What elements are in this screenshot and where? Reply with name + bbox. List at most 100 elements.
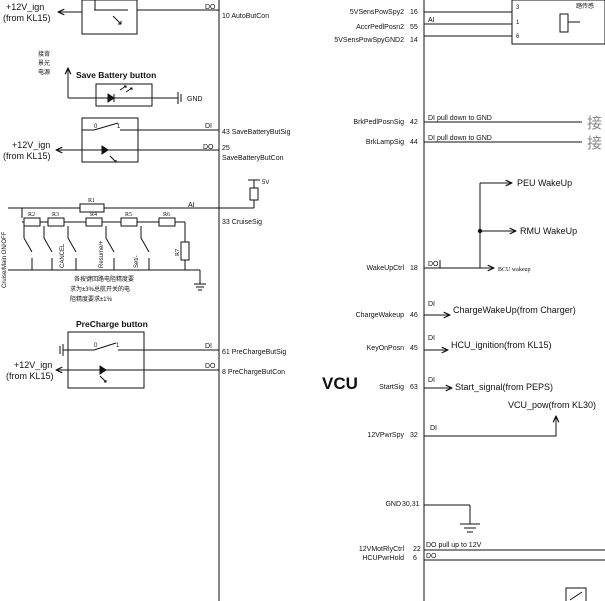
pin-num-6: 6 — [413, 555, 417, 562]
r2-label: R2 — [28, 212, 35, 218]
pin-num-18: 18 — [410, 265, 418, 272]
precharge-title: PreCharge button — [76, 319, 148, 329]
pin-sig-cruisesig: AI — [188, 202, 195, 209]
sensor-cn-label: 踏传感 — [576, 2, 594, 10]
led-diode-1 — [108, 94, 114, 102]
ign-top-label-1: +12V_ign — [6, 2, 44, 12]
start-signal-label: Start_signal(from PEPS) — [455, 382, 553, 392]
r6-label: R6 — [163, 212, 170, 218]
pin-num-45: 45 — [410, 345, 418, 352]
switch-label-set: Set/- — [134, 255, 140, 268]
ign-bot-label-1: +12V_ign — [14, 360, 52, 370]
pin-sig-autobutcon: DO — [205, 4, 216, 11]
sig-keyonposn: DI — [428, 335, 435, 342]
ladder-switch-5 — [141, 226, 149, 270]
pin-savebatterybutcon: SaveBatteryButCon — [222, 155, 284, 162]
cruise-note-3: 阻精度要求±1% — [70, 295, 113, 303]
auto-led-rays — [113, 16, 121, 24]
vcu-pow-label: VCU_pow(from KL30) — [508, 400, 596, 410]
rmu-junction-dot — [477, 228, 483, 234]
sensor-pin-1: 1 — [516, 20, 520, 26]
bcu-wakeup-label: BCU wakeup — [498, 267, 531, 273]
sig-brkpedlposnsig: DI pull down to GND — [428, 115, 492, 122]
pin-cruisesig: 33 CruiseSig — [222, 219, 262, 226]
sig-12vpwrspy: DI — [430, 425, 437, 432]
peu-wakeup-label: PEU WakeUp — [517, 178, 572, 188]
pin-sig-prechargebutsig: DI — [205, 343, 212, 350]
cruise-note-2: 求为±3%总航开关的电 — [70, 285, 130, 293]
ign-mid-label-2: (from KL15) — [3, 151, 51, 161]
precharge-switch-box — [68, 332, 144, 388]
resistor-r3 — [48, 218, 64, 226]
pin-name-5vsensgnd2: 5VSensPowSpyGND2 — [334, 37, 404, 44]
resistor-r5 — [121, 218, 137, 226]
save-sw-num-1: 1 — [117, 124, 121, 130]
pc-sw-num-1: 1 — [116, 343, 120, 349]
resistor-r7 — [181, 242, 189, 260]
ladder-switch-2 — [44, 226, 52, 270]
cruise-note-1: 各按键回路电阻精度要 — [74, 275, 134, 283]
r4-label: R4 — [90, 212, 97, 218]
led-rays-3 — [100, 376, 106, 382]
led-rays-2 — [110, 156, 116, 162]
pin-sig-prechargebutcon: DO — [205, 363, 216, 370]
pin-autobutcon: 10 AutoButCon — [222, 13, 269, 20]
pin-name-12vpwrspy: 12VPwrSpy — [367, 432, 404, 439]
sensor-pin-3: 3 — [516, 5, 520, 11]
sig-12vmotrlyctrl: DO pull up to 12V — [426, 542, 482, 549]
pin-prechargebutsig: 61 PreChargeButSig — [222, 349, 286, 356]
sig-startsig: DI — [428, 377, 435, 384]
ign-bot-label-2: (from KL15) — [6, 371, 54, 381]
pin-savebattery-25: 25 — [222, 145, 230, 152]
charge-wakeup-label: ChargeWakeUp(from Charger) — [453, 305, 576, 315]
led-diode-3 — [100, 366, 106, 374]
pin-num-32: 32 — [410, 432, 418, 439]
pullup-resistor — [250, 188, 258, 200]
pin-num-42: 42 — [410, 119, 418, 126]
sig-hcupwrhold: DO — [426, 553, 437, 560]
vcu-title: VCU — [322, 374, 358, 393]
pin-num-55: 55 — [410, 24, 418, 31]
pin-name-brkpedlposnsig: BrkPedlPosnSig — [353, 119, 404, 126]
pin-name-brklampsig: BrkLampSig — [366, 139, 404, 146]
sensor-pin-6: 6 — [516, 34, 520, 40]
pin-name-accrpedlposn2: AccrPedlPosn2 — [356, 24, 404, 31]
ladder-switch-4 — [106, 226, 114, 270]
connect-cn-1: 接 — [587, 115, 602, 132]
pin-num-16: 16 — [410, 9, 418, 16]
pin-name-5vsenspowspy2: 5VSensPowSpy2 — [350, 9, 404, 16]
switch-label-resume: Resume/+ — [99, 240, 105, 268]
ign-mid-label-1: +12V_ign — [12, 140, 50, 150]
pc-sw-blade — [94, 343, 116, 350]
cn-note-3: 电源 — [38, 68, 50, 76]
pin-name-gnd: GND — [385, 501, 401, 508]
pin-name-wakeupctrl: WakeUpCtrl — [367, 265, 405, 272]
connect-cn-2: 接 — [587, 135, 602, 152]
pin-name-hcupwrhold: HCUPwrHold — [362, 555, 404, 562]
pedal-sensor-box — [512, 0, 605, 44]
sig-brklampsig: DI pull down to GND — [428, 135, 492, 142]
auto-button-box — [82, 0, 137, 34]
pin-name-chargewakeup: ChargeWakeup — [356, 312, 404, 319]
r3-label: R3 — [52, 212, 59, 218]
pin-num-14: 14 — [410, 37, 418, 44]
r1-label: R1 — [88, 198, 95, 204]
save-sw-blade — [94, 123, 118, 130]
cn-note-1: 接背 — [38, 50, 50, 58]
pin-sig-savebatterybutsig: DI — [205, 123, 212, 130]
resistor-r4 — [86, 218, 102, 226]
resistor-r2 — [24, 218, 40, 226]
switch-label-cancel: CANCEL — [60, 243, 66, 268]
hcu-ignition-label: HCU_ignition(from KL15) — [451, 340, 552, 350]
pin-num-44: 44 — [410, 139, 418, 146]
pin-num-63: 63 — [410, 384, 418, 391]
sig-chargewakeup: DI — [428, 301, 435, 308]
cruise-vertical-label: Cruise/Main ON/OFF — [2, 231, 8, 288]
led-rays-1 — [120, 86, 132, 92]
resistor-r6 — [159, 218, 175, 226]
cruise-5v-label: 5V — [262, 180, 269, 186]
pedal-pot — [560, 14, 568, 32]
pin-savebatterybutsig: 43 SaveBatteryButSig — [222, 129, 291, 136]
save-battery-switch-box — [82, 118, 138, 162]
pc-sw-num-0: 0 — [94, 343, 98, 349]
